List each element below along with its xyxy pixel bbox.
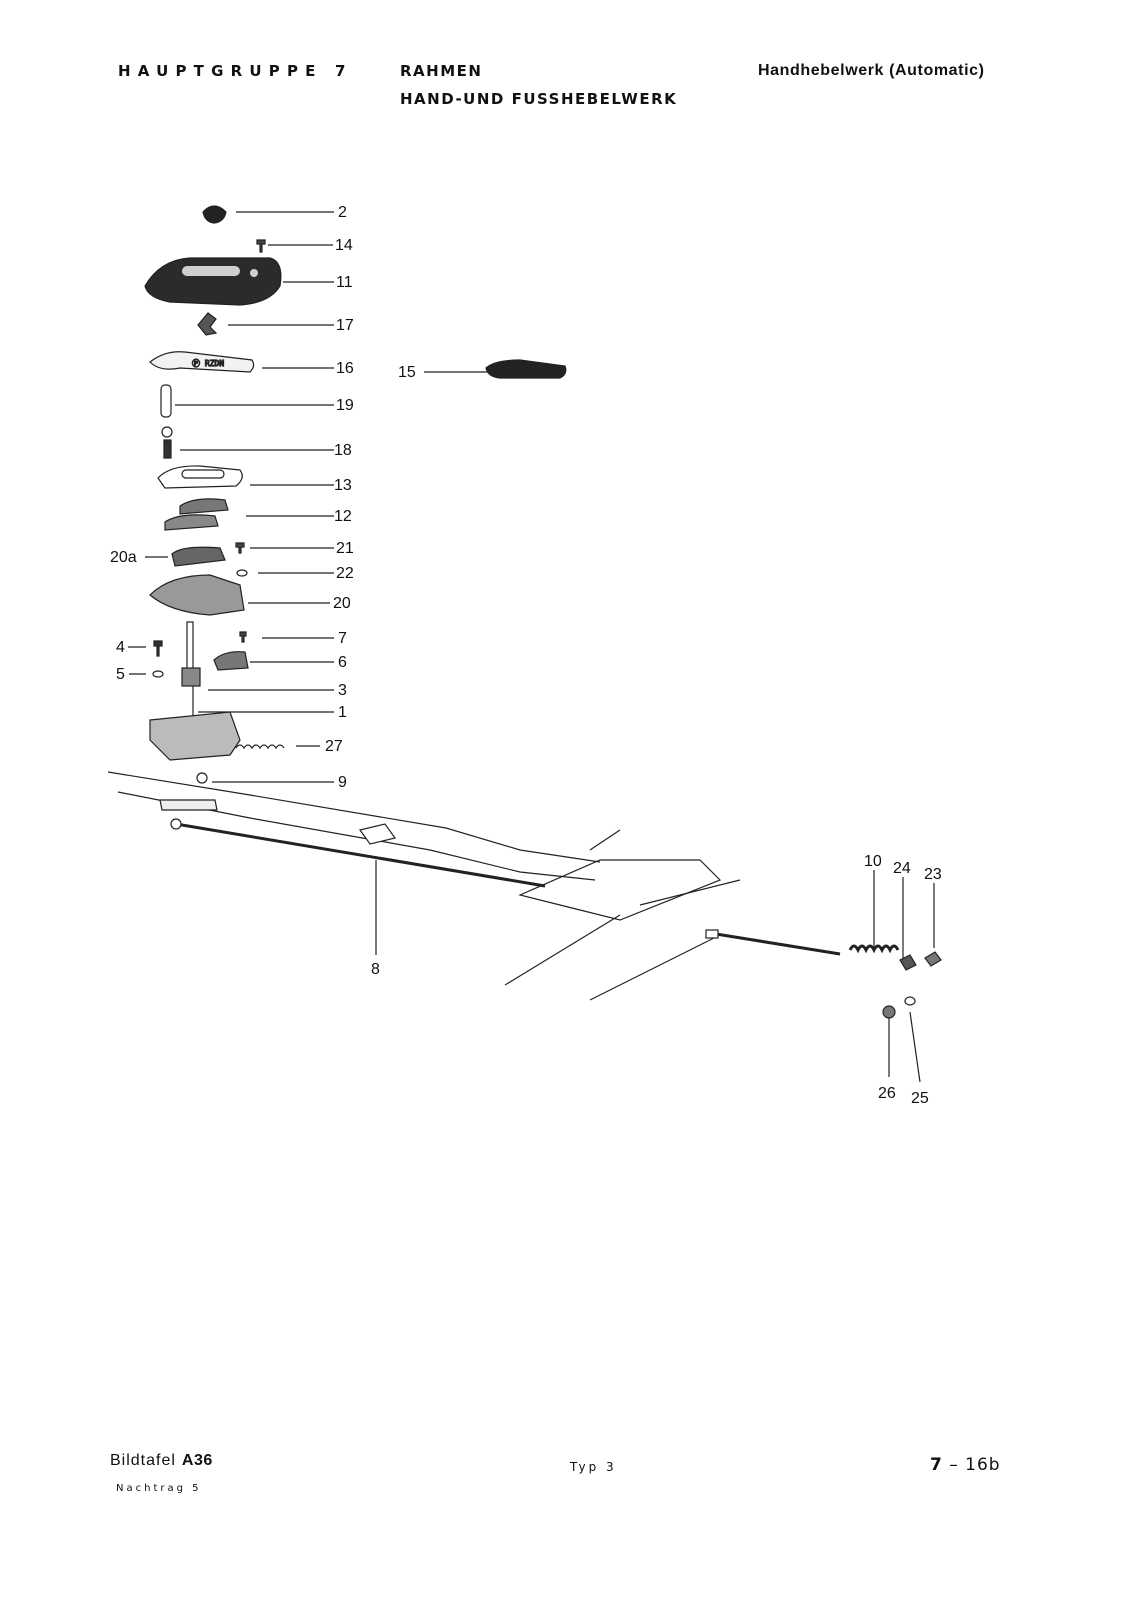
callout-5: 5 <box>116 666 125 683</box>
page-number: 7 – 16b <box>930 1455 1001 1475</box>
svg-text:Ⓟ RZDN: Ⓟ RZDN <box>500 366 532 375</box>
main-group-heading: HAUPTGRUPPE 7 <box>118 62 353 80</box>
callout-22: 22 <box>336 565 354 582</box>
callout-10: 10 <box>864 853 882 870</box>
callout-3: 3 <box>338 682 347 699</box>
callout-23: 23 <box>924 866 942 883</box>
callout-15: 15 <box>398 364 416 381</box>
callout-20: 20 <box>333 595 351 612</box>
callout-2: 2 <box>338 204 347 221</box>
callout-20a: 20a <box>110 549 137 566</box>
callout-21: 21 <box>336 540 354 557</box>
callout-18: 18 <box>334 442 352 459</box>
callout-9: 9 <box>338 774 347 791</box>
plate-number: A36 <box>181 1452 213 1469</box>
callout-6: 6 <box>338 654 347 671</box>
callout-13: 13 <box>334 477 352 494</box>
callout-16: 16 <box>336 360 354 377</box>
callout-24: 24 <box>893 860 911 877</box>
callout-1: 1 <box>338 704 347 721</box>
callout-19: 19 <box>336 397 354 414</box>
callout-27: 27 <box>325 738 343 755</box>
callout-4: 4 <box>116 639 125 656</box>
callout-12: 12 <box>334 508 352 525</box>
callout-25: 25 <box>911 1090 929 1107</box>
callout-11: 11 <box>336 274 353 291</box>
vehicle-type: Typ 3 <box>570 1460 617 1474</box>
plate-label: Bildtafel A36 <box>110 1452 213 1470</box>
svg-text:Ⓟ RZDN: Ⓟ RZDN <box>192 359 224 368</box>
callout-8: 8 <box>371 961 380 978</box>
plate-label-text: Bildtafel <box>110 1452 176 1469</box>
section-subtitle-levers: HAND-UND FUSSHEBELWERK <box>400 90 678 108</box>
callout-14: 14 <box>335 237 353 254</box>
supplement-note: Nachtrag 5 <box>116 1483 202 1494</box>
callout-17: 17 <box>336 317 354 334</box>
subsection-heading: Handhebelwerk (Automatic) <box>758 62 985 79</box>
page-suffix: 16b <box>965 1455 1001 1475</box>
callout-26: 26 <box>878 1085 896 1102</box>
callout-7: 7 <box>338 630 347 647</box>
section-title-frame: RAHMEN <box>400 62 483 80</box>
page-prefix: 7 <box>930 1455 943 1475</box>
